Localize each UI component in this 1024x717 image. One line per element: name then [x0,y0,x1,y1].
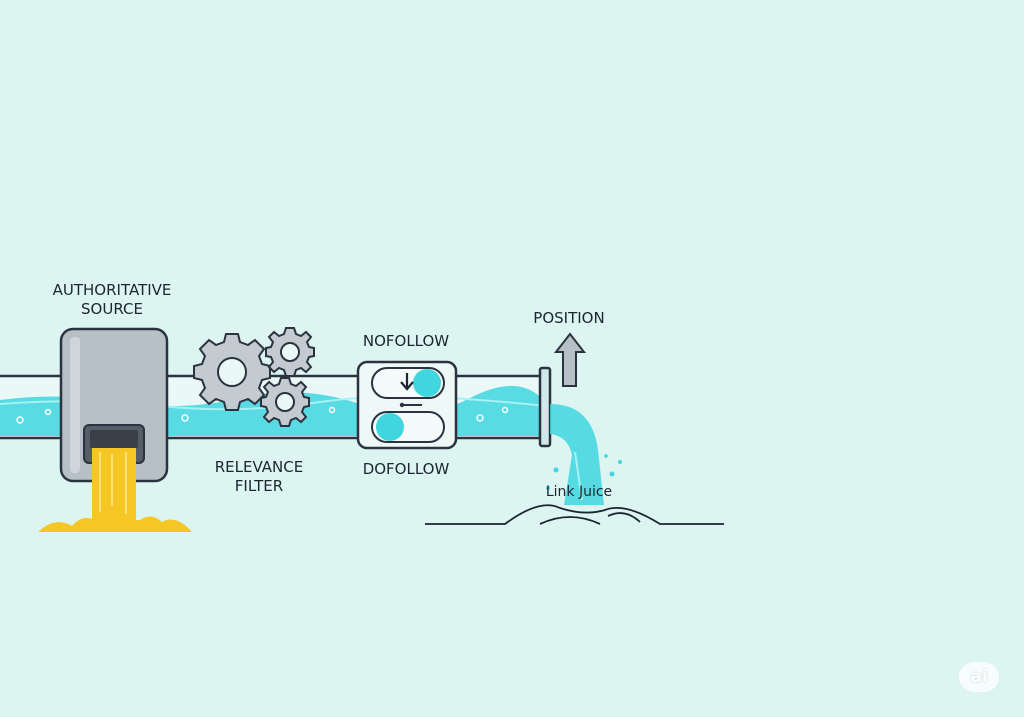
source-tank-icon [59,327,169,483]
up-arrow-icon [553,332,587,387]
source-label-line1: AUTHORITATIVE [52,281,172,299]
pipe-flange [538,366,552,448]
relevance-filter-label: RELEVANCE FILTER [207,458,311,496]
gold-liquid-pour [38,448,192,532]
relevance-label-line1: RELEVANCE [214,458,304,476]
source-label-line2: SOURCE [81,300,143,318]
link-juice-label: Link Juice [545,484,613,500]
gear-icon [193,327,315,427]
nofollow-label: NOFOLLOW [362,332,450,350]
ground-line [425,504,724,525]
outflow-stream [546,404,622,505]
dofollow-label: DOFOLLOW [362,460,450,478]
relevance-label-line2: FILTER [234,477,284,495]
authoritative-source-label: AUTHORITATIVE SOURCE [46,281,178,319]
position-label: POSITION [533,309,605,327]
ai-watermark: ai [959,662,999,692]
toggle-switch-icon [356,360,458,450]
